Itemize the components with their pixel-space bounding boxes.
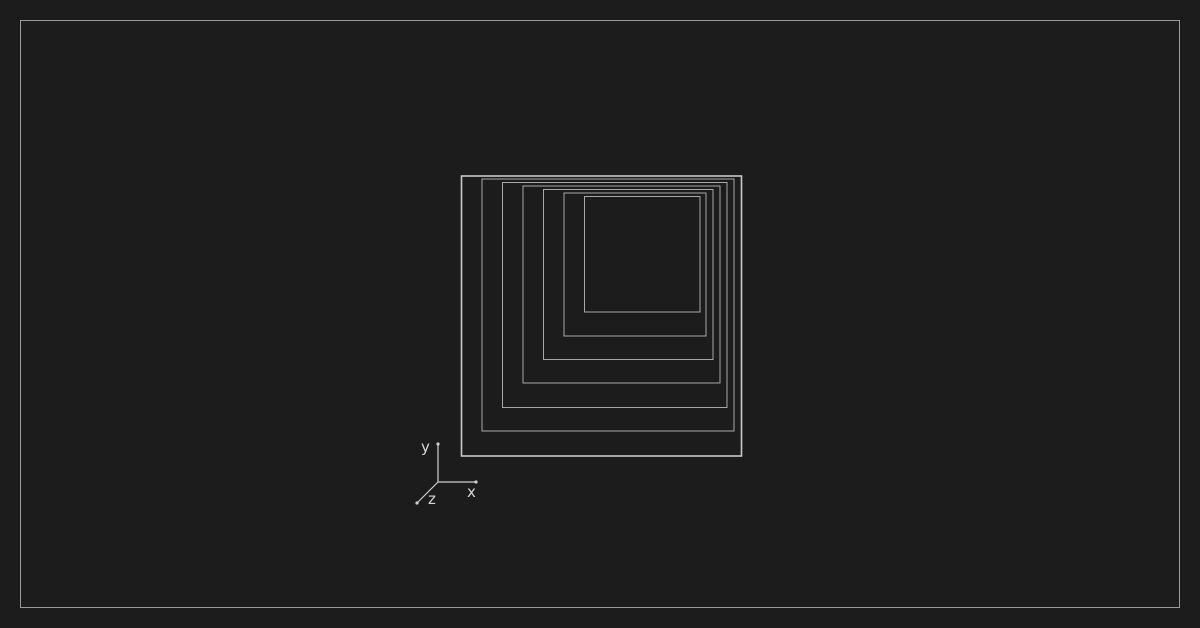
- z-axis-tip: [415, 501, 419, 505]
- square-3: [502, 182, 728, 408]
- outer-frame: [20, 20, 1180, 608]
- square-5: [543, 189, 714, 360]
- y-axis-label: y: [421, 438, 430, 456]
- square-6: [563, 192, 707, 337]
- square-2: [481, 178, 735, 432]
- axes-indicator: y x z: [415, 438, 478, 508]
- z-axis-line: [416, 481, 439, 504]
- square-1-outermost: [460, 175, 743, 457]
- square-4: [522, 185, 721, 384]
- square-7-innermost: [584, 196, 701, 313]
- nested-squares-group: [460, 175, 743, 457]
- x-axis-label: x: [467, 483, 476, 501]
- z-axis-label: z: [428, 490, 436, 508]
- x-axis-tip: [474, 480, 478, 484]
- y-axis-tip: [436, 442, 440, 446]
